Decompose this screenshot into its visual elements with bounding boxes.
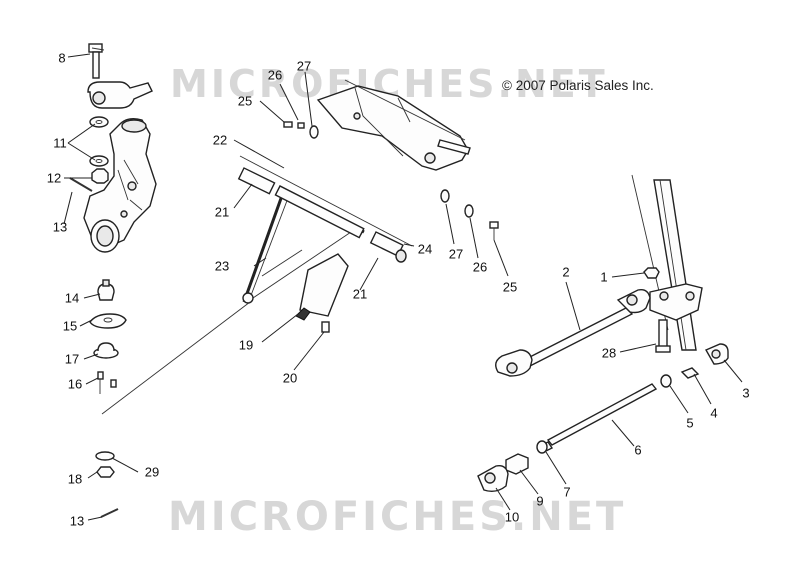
bolt-8	[88, 43, 105, 79]
callout-16: 16	[67, 376, 83, 392]
callout-15: 15	[62, 318, 78, 334]
callout-14: 14	[64, 290, 80, 306]
rod-end-3	[705, 343, 729, 365]
jam-nut-9	[505, 453, 529, 475]
callout-19: 19	[238, 337, 254, 353]
rod-end-10	[477, 464, 509, 493]
nut-18	[96, 466, 115, 478]
knuckle-leader-line	[101, 301, 251, 415]
callout-27-mid: 27	[448, 246, 464, 262]
guard-19	[295, 253, 349, 321]
callout-18: 18	[67, 471, 83, 487]
callout-22: 22	[212, 132, 228, 148]
a-arm-axis-line	[239, 155, 413, 247]
callout-26-top: 26	[267, 67, 283, 83]
bushing-21-bottom	[369, 231, 407, 263]
frame-section	[316, 79, 471, 171]
callout-11: 11	[53, 135, 67, 151]
nut-12	[91, 168, 109, 184]
fasteners-16	[97, 371, 117, 394]
callout-13-lower: 13	[69, 513, 85, 529]
callout-29: 29	[144, 464, 160, 480]
retainer-15	[89, 313, 127, 329]
callout-5: 5	[686, 415, 694, 431]
washers-27-26-25-mid	[440, 189, 499, 240]
bushing-21-top	[237, 167, 276, 195]
steering-post	[631, 174, 703, 351]
callout-8: 8	[58, 50, 66, 66]
dust-cap-17	[93, 342, 119, 359]
callout-7: 7	[563, 484, 571, 500]
callout-13-upper: 13	[52, 219, 68, 235]
ball-joint-housing	[87, 81, 153, 109]
callout-25-mid: 25	[502, 279, 518, 295]
callout-9: 9	[536, 493, 544, 509]
washer-29	[95, 451, 115, 461]
callout-21-lower: 21	[352, 286, 368, 302]
callout-25-top: 25	[237, 93, 253, 109]
callout-12: 12	[46, 170, 62, 186]
callout-26-mid: 26	[472, 259, 488, 275]
callout-4: 4	[710, 405, 718, 421]
washer-7	[536, 440, 548, 454]
callout-17: 17	[64, 351, 80, 367]
callout-3: 3	[742, 385, 750, 401]
callout-27-top: 27	[296, 58, 312, 74]
callout-23: 23	[214, 258, 230, 274]
callout-21-upper: 21	[214, 204, 230, 220]
callout-2: 2	[562, 264, 570, 280]
watermark-bottom: MICROFICHES.NET	[168, 494, 627, 540]
nut-1	[643, 267, 660, 279]
copyright-notice: © 2007 Polaris Sales Inc.	[502, 78, 654, 93]
leader-lines	[63, 53, 743, 521]
ball-joint-14	[97, 279, 115, 301]
callout-28: 28	[601, 345, 617, 361]
spindle-knuckle	[83, 117, 157, 253]
callout-24: 24	[417, 241, 433, 257]
bolt-20	[321, 321, 330, 333]
washer-5	[660, 374, 672, 388]
cotter-pin-13b	[100, 508, 119, 518]
bolt-28	[655, 319, 671, 353]
callout-1: 1	[600, 269, 608, 285]
fasteners-26-27-25-top	[283, 121, 319, 139]
callout-10: 10	[504, 509, 520, 525]
cotter-pin-13a	[69, 177, 93, 192]
callout-20: 20	[282, 370, 298, 386]
a-arm-23	[242, 185, 365, 304]
callout-6: 6	[634, 442, 642, 458]
tie-rod-2	[495, 288, 651, 377]
jam-nut-4	[680, 367, 700, 379]
